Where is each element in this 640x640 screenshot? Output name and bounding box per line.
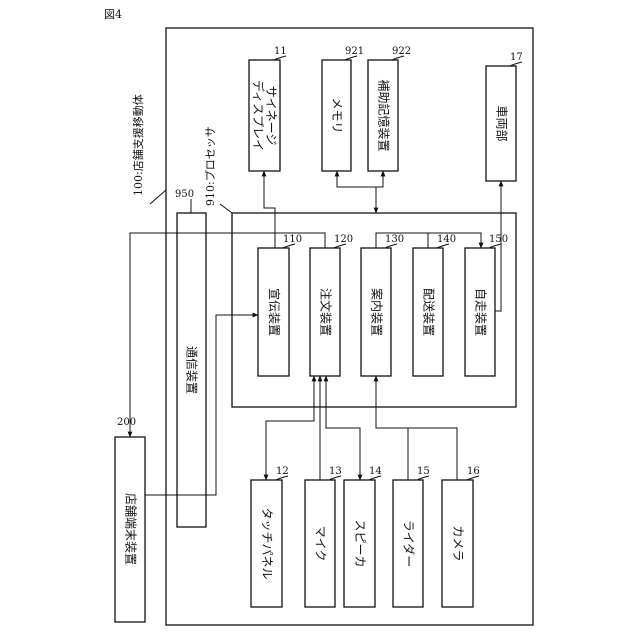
top-unit-label-line2: ディスプレイ: [251, 80, 266, 151]
bottom-unit-ref: 15: [417, 466, 430, 477]
line-15-16-join: [408, 428, 457, 480]
proc-unit-label: 自走装置: [474, 288, 488, 336]
top-unit-922: 補助記憶装置 922: [368, 46, 411, 171]
top-unit-label: 補助記憶装置: [377, 79, 392, 151]
bottom-unit-ref: 14: [369, 466, 382, 477]
top-unit-label: メモリ: [330, 97, 344, 133]
line-sensors-to-130: [376, 376, 408, 428]
bottom-unit-ref: 13: [329, 466, 342, 477]
proc-unit-130: 案内装置 130: [361, 234, 404, 376]
top-unit-ref: 921: [345, 46, 364, 57]
processor-units: 宣伝装置 110 注文装置 120 案内装置 130 配送装置 140 自走装置 150: [258, 234, 508, 376]
store-terminal: 店舗端末装置 200: [115, 417, 145, 622]
proc-unit-ref: 120: [334, 234, 353, 245]
bottom-units: タッチパネル 12 マイク 13 スピーカ 14 ライダー 15 カメラ 16: [251, 466, 480, 607]
top-unit-label: 車両部: [495, 105, 510, 141]
bottom-unit-15: ライダー 15: [393, 466, 430, 607]
top-unit-label-line1: サイネージ: [264, 86, 278, 146]
line-memory-aux-bus: [337, 171, 383, 187]
bottom-unit-label: マイク: [314, 526, 328, 562]
proc-unit-ref: 110: [283, 234, 302, 245]
bottom-unit-ref: 12: [276, 466, 289, 477]
proc-unit-ref: 140: [437, 234, 456, 245]
bottom-unit-label: カメラ: [451, 525, 465, 561]
bottom-unit-label: タッチパネル: [260, 507, 274, 579]
line-120-to-14: [326, 376, 360, 480]
store-terminal-ref: 200: [117, 417, 136, 428]
top-unit-11: サイネージディスプレイ 11: [249, 46, 287, 171]
store-terminal-label: 店舗端末装置: [124, 493, 138, 565]
bottom-unit-12: タッチパネル 12: [251, 466, 289, 607]
proc-unit-140: 配送装置 140: [413, 234, 456, 376]
bottom-unit-16: カメラ 16: [442, 466, 480, 607]
support-body-label: 100:店舗支援移動体: [131, 94, 145, 196]
support-body-leader: [150, 190, 166, 204]
bottom-unit-label: スピーカ: [353, 519, 367, 567]
processor-leader: [220, 204, 232, 213]
line-120-to-12: [266, 376, 314, 480]
bottom-unit-ref: 16: [467, 466, 480, 477]
top-unit-ref: 11: [274, 46, 287, 57]
proc-unit-120: 注文装置 120: [310, 234, 353, 376]
top-unit-921: メモリ 921: [322, 46, 364, 171]
line-110-to-11: [264, 171, 275, 248]
top-unit-17: 車両部 17: [486, 52, 523, 181]
comm-device-label: 通信装置: [185, 346, 199, 394]
line-150-to-17: [495, 181, 501, 311]
proc-unit-ref: 130: [385, 234, 404, 245]
bottom-unit-label: ライダー: [402, 520, 417, 568]
proc-unit-label: 配送装置: [422, 288, 437, 336]
proc-unit-110: 宣伝装置 110: [258, 234, 302, 376]
proc-unit-150: 自走装置 150: [465, 234, 508, 376]
proc-unit-label: 注文装置: [319, 288, 334, 336]
comm-device-ref: 950: [175, 189, 194, 200]
top-unit-ref: 922: [392, 46, 411, 57]
bottom-unit-14: スピーカ 14: [344, 466, 382, 607]
bottom-unit-13: マイク 13: [305, 466, 342, 607]
proc-unit-label: 案内装置: [370, 288, 385, 336]
figure-label: 図4: [104, 8, 122, 21]
top-unit-ref: 17: [510, 52, 523, 63]
comm-device: 通信装置 950: [175, 189, 206, 527]
processor-label: 910:プロセッサ: [204, 126, 217, 206]
top-units: サイネージディスプレイ 11 メモリ 921 補助記憶装置 922 車両部 17: [249, 46, 523, 181]
proc-unit-ref: 150: [489, 234, 508, 245]
proc-unit-label: 宣伝装置: [267, 288, 282, 336]
